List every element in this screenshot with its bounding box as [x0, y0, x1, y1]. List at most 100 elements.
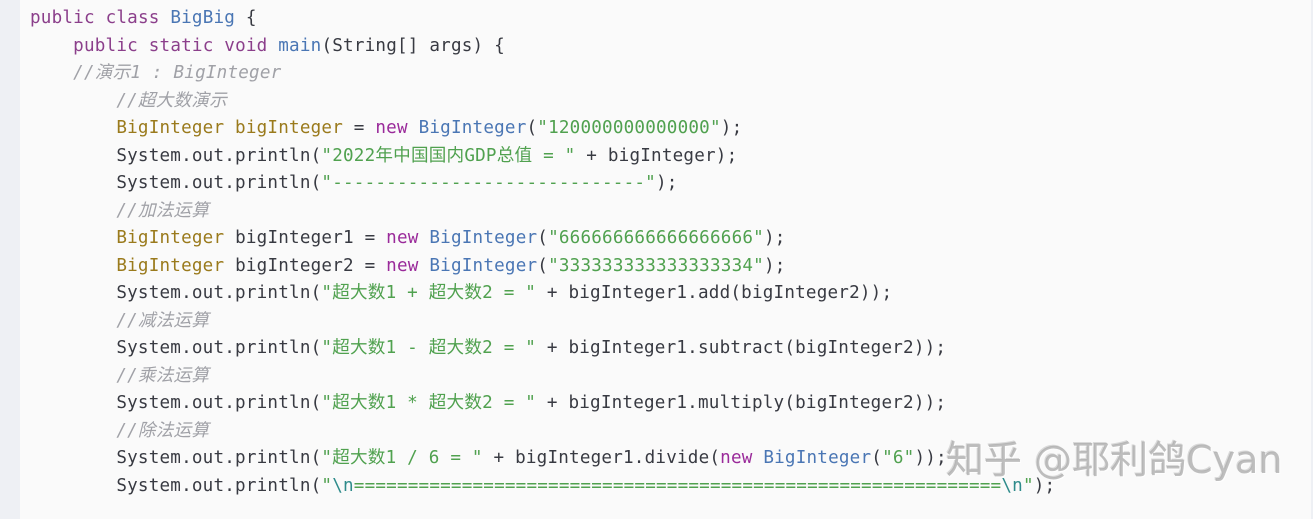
code-token: {	[235, 8, 257, 28]
code-line: System.out.println("超大数1 / 6 = " + bigIn…	[30, 445, 1055, 473]
code-token	[419, 256, 430, 276]
right-edge	[1311, 0, 1313, 519]
new-keyword-token: new	[386, 255, 419, 276]
new-keyword-token: new	[375, 118, 408, 138]
code-indent	[30, 63, 73, 83]
code-line: System.out.println("超大数1 * 超大数2 = " + bi…	[30, 390, 1055, 418]
string-literal-token: "	[1022, 475, 1034, 496]
code-token	[214, 36, 225, 56]
code-indent	[30, 338, 116, 358]
code-indent	[30, 393, 116, 413]
comment-token: //乘法运算	[116, 365, 210, 386]
code-token	[753, 448, 764, 468]
code-token: System.out.println(	[116, 283, 322, 303]
code-token: (	[537, 255, 549, 276]
string-literal-token: "超大数1 + 超大数2 = "	[321, 283, 537, 303]
string-literal-token: "	[321, 475, 333, 496]
code-line: public class BigBig {	[30, 5, 1055, 33]
code-line: //加法运算	[30, 198, 1055, 226]
string-literal-token: "超大数1 - 超大数2 = "	[321, 338, 537, 358]
code-indent	[30, 118, 116, 138]
code-token	[138, 36, 149, 56]
code-token: + bigInteger1.add(bigInteger2));	[536, 283, 893, 303]
code-token: System.out.println(	[116, 145, 322, 166]
string-literal-token: "6"	[882, 448, 915, 468]
code-block: public class BigBig { public static void…	[30, 5, 1055, 500]
comment-token: //减法运算	[116, 310, 210, 331]
code-token: + bigInteger1.subtract(bigInteger2));	[536, 338, 947, 358]
comment-token: //演示1 : BigInteger	[73, 63, 282, 83]
code-token: );	[1033, 475, 1056, 496]
code-token: bigInteger2 =	[224, 255, 387, 276]
type-token: BigInteger	[116, 255, 225, 276]
left-gutter	[0, 0, 20, 519]
code-token	[267, 36, 278, 56]
class-name-token: BigInteger	[429, 255, 538, 276]
new-keyword-token: new	[720, 448, 753, 468]
code-token: );	[720, 118, 743, 138]
class-name-token: BigInteger	[429, 228, 538, 248]
code-line: //减法运算	[30, 308, 1055, 336]
code-token: (	[526, 118, 538, 138]
code-indent	[30, 228, 116, 248]
string-literal-token: "120000000000000"	[537, 118, 721, 138]
class-name-token: BigInteger	[418, 118, 527, 138]
code-token	[95, 8, 106, 28]
code-token: (	[871, 448, 883, 468]
code-indent	[30, 256, 116, 276]
string-literal-token: ========================================…	[353, 475, 1002, 496]
comment-token: //加法运算	[116, 200, 210, 221]
code-token: );	[655, 173, 678, 193]
string-literal-token: "超大数1 / 6 = "	[321, 448, 483, 468]
code-indent	[30, 173, 116, 193]
code-indent	[30, 146, 116, 166]
string-literal-token: "超大数1 * 超大数2 = "	[321, 393, 537, 413]
code-token: ));	[914, 448, 947, 468]
code-token: bigInteger1 =	[224, 228, 387, 248]
keyword-token: static	[148, 35, 214, 56]
code-token: System.out.println(	[116, 448, 322, 468]
code-line: BigInteger bigInteger1 = new BigInteger(…	[30, 225, 1055, 253]
code-token: System.out.println(	[116, 393, 322, 413]
escape-sequence-token: \n	[332, 475, 354, 496]
function-name-token: main	[278, 35, 322, 56]
code-line: BigInteger bigInteger = new BigInteger("…	[30, 115, 1055, 143]
string-literal-token: "2022年中国国内GDP总值 = "	[321, 145, 576, 166]
code-token: );	[763, 255, 786, 276]
code-token: + bigInteger);	[575, 145, 738, 166]
code-line: System.out.println("\n==================…	[30, 473, 1055, 501]
class-name-token: BigBig	[170, 8, 236, 28]
code-token	[160, 8, 171, 28]
keyword-token: void	[224, 35, 268, 56]
type-token: BigInteger bigInteger	[116, 118, 343, 138]
code-token: );	[763, 228, 786, 248]
code-token: (	[537, 228, 549, 248]
code-line: //乘法运算	[30, 363, 1055, 391]
code-indent	[30, 476, 116, 496]
class-name-token: BigInteger	[763, 448, 872, 468]
code-token: =	[342, 118, 376, 138]
code-indent	[30, 311, 116, 331]
code-line: System.out.println("超大数1 - 超大数2 = " + bi…	[30, 335, 1055, 363]
code-line: //超大数演示	[30, 88, 1055, 116]
string-literal-token: "333333333333333334"	[548, 255, 764, 276]
comment-token: //除法运算	[116, 420, 210, 441]
code-indent	[30, 421, 116, 441]
escape-sequence-token: \n	[1001, 475, 1023, 496]
code-indent	[30, 36, 73, 56]
code-indent	[30, 91, 116, 111]
code-indent	[30, 366, 116, 386]
keyword-token: class	[105, 8, 160, 28]
type-token: BigInteger	[116, 228, 225, 248]
keyword-token: public	[30, 8, 95, 28]
code-indent	[30, 448, 116, 468]
code-line: //除法运算	[30, 418, 1055, 446]
code-token: + bigInteger1.multiply(bigInteger2));	[536, 393, 947, 413]
string-literal-token: "666666666666666666"	[548, 228, 764, 248]
keyword-token: public	[73, 35, 138, 56]
code-token: System.out.println(	[116, 338, 322, 358]
code-line: //演示1 : BigInteger	[30, 60, 1055, 88]
code-token: System.out.println(	[116, 173, 322, 193]
new-keyword-token: new	[386, 228, 419, 248]
